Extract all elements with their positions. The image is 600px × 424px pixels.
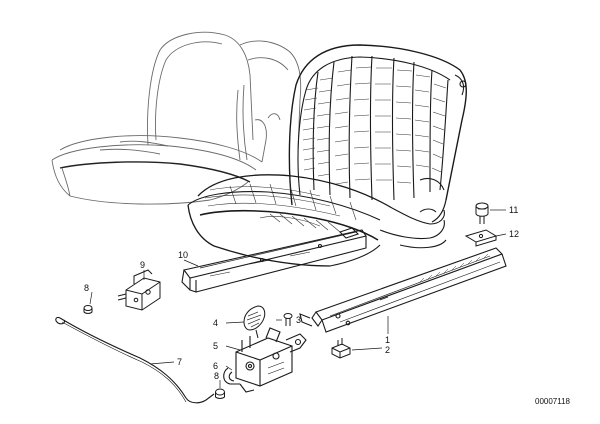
screw-part-8-lower bbox=[215, 388, 225, 399]
right-seat-rail bbox=[299, 247, 507, 333]
callout-1: 1 bbox=[385, 335, 390, 345]
callout-2: 2 bbox=[385, 345, 390, 355]
nut-part-2 bbox=[331, 338, 351, 359]
bracket-part-9 bbox=[117, 269, 161, 311]
leader-10 bbox=[183, 259, 199, 267]
bracket-part-12 bbox=[464, 229, 498, 247]
leader-5 bbox=[225, 345, 241, 351]
leader-4 bbox=[225, 321, 245, 324]
front-seat-cushion bbox=[187, 174, 447, 267]
catalog-number: 00007118 bbox=[535, 397, 571, 406]
leader-8a bbox=[89, 291, 93, 305]
front-seat-backrest bbox=[288, 44, 467, 223]
screw-part-8-upper bbox=[83, 305, 93, 314]
callout-12: 12 bbox=[509, 229, 519, 239]
callout-8-upper: 8 bbox=[84, 283, 89, 293]
callout-10: 10 bbox=[178, 250, 188, 260]
callout-11: 11 bbox=[509, 205, 518, 215]
bolt-part-11 bbox=[475, 202, 489, 224]
leader-6 bbox=[225, 365, 233, 371]
callout-7: 7 bbox=[177, 357, 182, 367]
callout-8-lower: 8 bbox=[214, 371, 219, 381]
background-seat-outline bbox=[51, 31, 302, 205]
leader-7 bbox=[149, 361, 175, 365]
callout-9: 9 bbox=[140, 260, 145, 270]
callout-labels: 1 2 3 4 5 6 7 8 8 9 10 11 12 bbox=[84, 205, 519, 381]
leader-12 bbox=[495, 233, 507, 237]
leader-2 bbox=[351, 347, 383, 351]
screw-part-3 bbox=[283, 313, 293, 326]
callout-5: 5 bbox=[213, 341, 218, 351]
adjuster-mechanism-part-5 bbox=[223, 327, 307, 393]
lever-part-4 bbox=[243, 305, 266, 339]
left-seat-rail bbox=[181, 227, 367, 293]
callout-4: 4 bbox=[213, 318, 218, 328]
release-rod-part-7 bbox=[55, 316, 215, 404]
callout-3: 3 bbox=[296, 315, 301, 325]
callout-6: 6 bbox=[213, 361, 218, 371]
leader-lines bbox=[89, 209, 507, 388]
